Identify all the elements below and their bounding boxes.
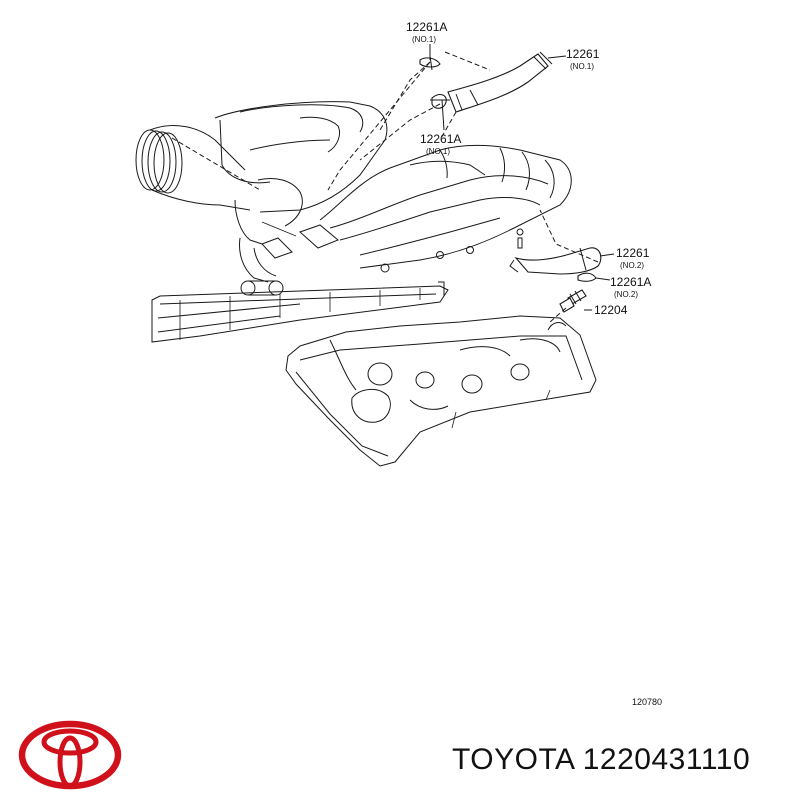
callout-note: (NO.1) (426, 147, 450, 156)
air-intake-tube (135, 124, 261, 211)
hose-clamp-no2 (577, 272, 597, 282)
intake-manifold (261, 144, 572, 273)
callout-12261a-top: 12261A (NO.1) (406, 20, 447, 44)
brand-part-number: TOYOTA 1220431110 (452, 743, 751, 776)
throttle-body (239, 237, 284, 296)
callout-12261a-no2: 12261A (NO.2) (610, 275, 651, 299)
callout-12204: 12204 (594, 303, 628, 317)
callout-code: 12204 (594, 303, 628, 317)
callout-12261-no1: 12261 (NO.1) (566, 47, 600, 71)
toyota-logo (18, 720, 122, 790)
callout-code: 12261A (406, 20, 447, 34)
callout-note: (NO.1) (570, 62, 594, 71)
pcv-valve (559, 289, 587, 313)
ventilation-hose-no2 (509, 247, 602, 275)
figure-code: 120780 (632, 697, 662, 707)
ventilation-hose-no1 (447, 51, 553, 113)
callout-note: (NO.2) (620, 261, 644, 270)
callout-12261a-mid: 12261A (NO.1) (420, 132, 461, 156)
callout-12261-no2: 12261 (NO.2) (616, 246, 650, 270)
callout-code: 12261 (616, 246, 650, 260)
callout-note: (NO.1) (412, 35, 436, 44)
intake-assembly-drawing (135, 101, 572, 343)
callout-code: 12261A (420, 132, 461, 146)
leader-lines (327, 44, 615, 323)
mounting-bolt (438, 237, 523, 296)
manifold-flange (151, 285, 449, 343)
cylinder-head-cover-drawing (285, 315, 597, 467)
callout-code: 12261A (610, 275, 651, 289)
callout-note: (NO.2) (614, 290, 638, 299)
plenum-block (214, 101, 388, 245)
hose-clamp-no1-mid (430, 93, 450, 109)
callout-code: 12261 (566, 47, 600, 61)
